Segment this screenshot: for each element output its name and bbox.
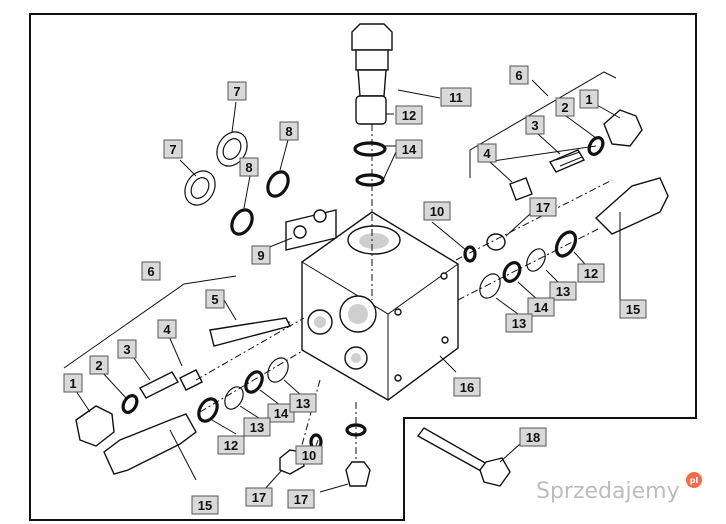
callout-2-left: 2	[95, 358, 102, 373]
callout-7-bottom: 7	[169, 142, 176, 157]
callout-17-left-b: 17	[294, 492, 308, 507]
callout-5: 5	[211, 292, 218, 307]
callout-8-top: 8	[285, 124, 292, 139]
callout-9: 9	[257, 248, 264, 263]
watermark: Sprzedajemy pl	[536, 472, 702, 504]
callout-17-left-a: 17	[252, 490, 266, 505]
callout-15-right: 15	[626, 302, 640, 317]
o-ring-14-top	[355, 173, 385, 187]
callout-13-left-a: 13	[296, 396, 310, 411]
callout-1-left: 1	[69, 376, 76, 391]
callout-14-top: 14	[402, 142, 417, 157]
callout-13-left-b: 13	[250, 420, 264, 435]
callout-14-left: 14	[274, 406, 289, 421]
callout-10-right: 10	[430, 204, 444, 219]
callout-12-right: 12	[584, 266, 598, 281]
callout-16: 16	[460, 380, 474, 395]
callouts: 11 12 14 7 8 7 8 9 6 1 2 3 4 10 17 12 13	[63, 65, 647, 515]
callout-17-right: 17	[536, 200, 550, 215]
bolt-18	[416, 427, 511, 487]
callout-13-right-a: 13	[556, 284, 570, 299]
callout-10-left: 10	[302, 448, 316, 463]
callout-11: 11	[449, 90, 463, 105]
callout-8-bottom: 8	[245, 160, 252, 175]
watermark-badge-icon	[686, 472, 702, 488]
callout-14-right: 14	[534, 300, 549, 315]
callout-4-right: 4	[483, 146, 491, 161]
valve-block	[301, 211, 459, 401]
watermark-badge: pl	[690, 476, 699, 485]
callout-1-right: 1	[585, 92, 592, 107]
callout-4-left: 4	[163, 322, 171, 337]
washer-group-top-left	[184, 131, 337, 251]
callout-2-right: 2	[561, 100, 568, 115]
callout-3-left: 3	[123, 342, 130, 357]
callout-6-left: 6	[147, 264, 154, 279]
callout-15-left: 15	[198, 498, 212, 513]
callout-12-top: 12	[402, 108, 416, 123]
relief-valve-right	[455, 71, 669, 301]
diagram-frame	[29, 13, 697, 521]
callout-7-top: 7	[233, 84, 240, 99]
callout-12-left: 12	[224, 438, 238, 453]
callout-3-right: 3	[531, 118, 538, 133]
callout-6-right: 6	[515, 68, 522, 83]
callout-18: 18	[526, 430, 540, 445]
o-ring-12-top	[353, 141, 387, 157]
cartridge-11	[351, 23, 393, 300]
relief-valve-left	[63, 275, 305, 475]
watermark-text: Sprzedajemy	[536, 479, 680, 504]
callout-13-right-b: 13	[512, 316, 526, 331]
